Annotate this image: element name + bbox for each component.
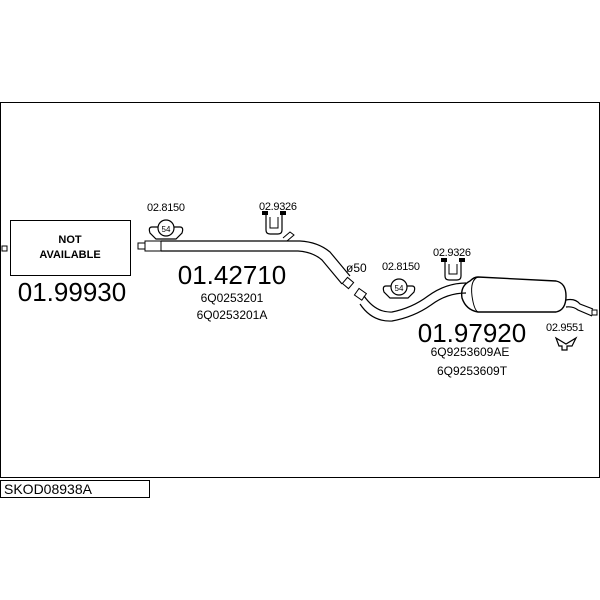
clamp-2-size: 54: [395, 284, 404, 293]
hanger-1[interactable]: 02.9326: [259, 201, 297, 235]
left-connector: [1, 245, 8, 252]
front-pipe-oem-1: 6Q0253201: [201, 291, 264, 305]
not-available-line1: NOT: [58, 234, 82, 246]
front-pipe-joint: [144, 240, 162, 252]
hanger-2-code: 02.9326: [433, 247, 471, 259]
reference-frame: [0, 480, 150, 498]
front-pipe-part-number: 01.42710: [178, 260, 286, 290]
not-available-box: [10, 220, 131, 276]
rear-silencer-oem-2: 6Q9253609T: [437, 364, 508, 378]
clamp-1-size: 54: [162, 225, 171, 234]
right-connector: [591, 309, 598, 316]
front-pipe-oem-2: 6Q0253201A: [197, 308, 268, 322]
clamp-2-code: 02.8150: [382, 261, 420, 273]
not-available-part-number: 01.99930: [18, 277, 126, 307]
bracket[interactable]: 02.9551: [546, 322, 584, 351]
front-pipe[interactable]: 01.42710 6Q0253201 6Q0253201A: [137, 231, 355, 322]
hanger-2[interactable]: 02.9326: [433, 247, 471, 281]
front-pipe-end: [341, 276, 355, 290]
reference-code: SKOD08938A: [4, 481, 93, 497]
rear-silencer-part-number: 01.97920: [418, 318, 526, 348]
bracket-code: 02.9551: [546, 322, 584, 334]
rear-silencer-oem-1: 6Q9253609AE: [431, 345, 510, 359]
not-available-line2: AVAILABLE: [39, 249, 100, 261]
clamp-1[interactable]: 02.8150 54: [147, 202, 185, 240]
clamp-2[interactable]: 02.8150 54: [382, 261, 420, 299]
clamp-1-code: 02.8150: [147, 202, 185, 214]
not-available-part[interactable]: NOT AVAILABLE 01.99930: [10, 220, 131, 308]
front-pipe-flange: [137, 242, 146, 250]
reference-box: SKOD08938A: [0, 480, 150, 498]
rear-silencer[interactable]: 01.97920 6Q9253609AE 6Q9253609T: [353, 276, 594, 378]
rear-inlet-joint: [353, 287, 368, 301]
hanger-1-code: 02.9326: [259, 201, 297, 213]
diameter-label: ø50: [346, 261, 367, 275]
